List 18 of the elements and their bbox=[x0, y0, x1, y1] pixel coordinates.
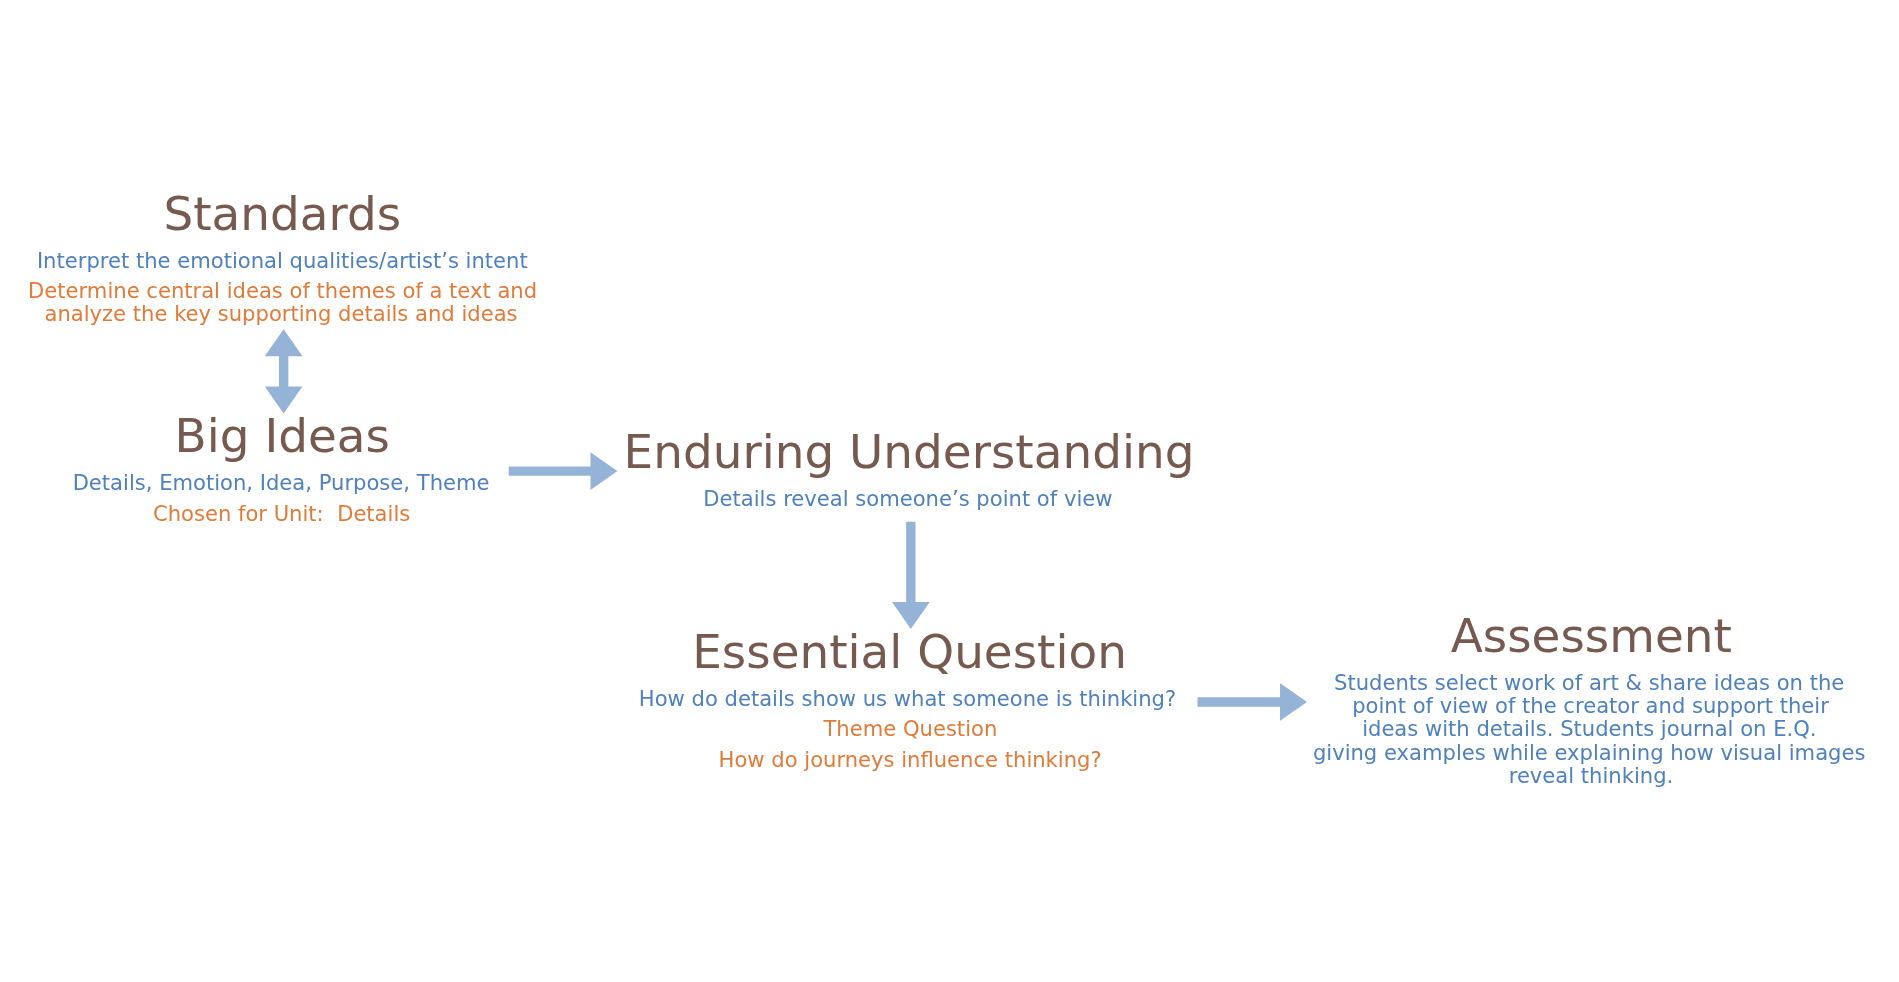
node-label: Chosen for Unit: Details bbox=[152, 500, 411, 526]
arrow bbox=[264, 329, 303, 414]
node-text: Assessment bbox=[1450, 607, 1732, 663]
node-label: Students select work of art & share ideas on the point of view of the creator and support their ideas with details. Students journal on E.Q. giving examples while explaining how visual images reveal thinking. bbox=[1312, 669, 1866, 789]
node-label: Theme Question bbox=[823, 716, 998, 742]
node-label: Details, Emotion, Idea, Purpose, Theme bbox=[72, 470, 490, 496]
node-label: How do details show us what someone is thinking? bbox=[638, 686, 1177, 711]
arrow bbox=[891, 521, 930, 629]
arrow bbox=[1197, 683, 1307, 721]
node-label: Determine central ideas of themes of a text and analyze the key supporting details and ideas bbox=[28, 278, 538, 327]
node-label: How do journeys influence thinking? bbox=[718, 746, 1102, 772]
node-text: Big Ideas bbox=[174, 408, 391, 464]
node-label: Details reveal someone’s point of view bbox=[703, 485, 1113, 511]
arrow bbox=[508, 452, 618, 490]
node-text: Essential Question bbox=[692, 624, 1127, 680]
node-label: Interpret the emotional qualities/artist’s intent bbox=[36, 247, 528, 273]
node-text: Enduring Understanding bbox=[623, 423, 1195, 479]
node-text: Standards bbox=[163, 185, 402, 241]
